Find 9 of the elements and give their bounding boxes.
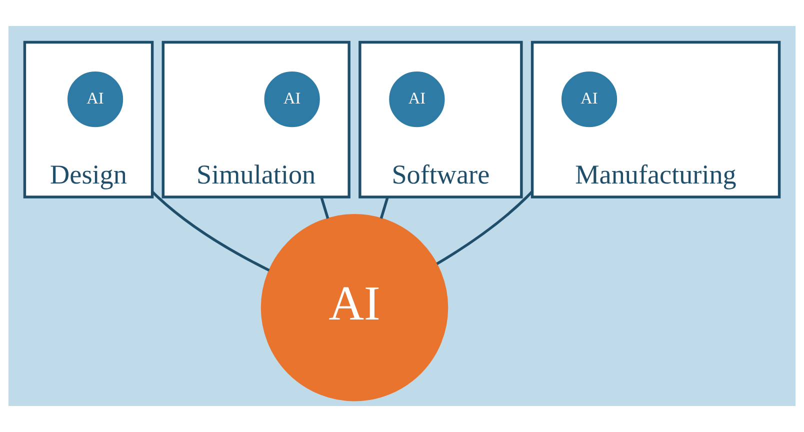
connector [320,196,330,219]
connector [380,196,389,219]
node-circle: AI [389,71,445,128]
node-circle: AI [561,71,618,128]
connector [436,190,534,266]
node-circle: AI [67,71,124,128]
connector [151,190,270,272]
node-circle: AI [260,214,448,402]
node-circle: AI [264,71,320,128]
